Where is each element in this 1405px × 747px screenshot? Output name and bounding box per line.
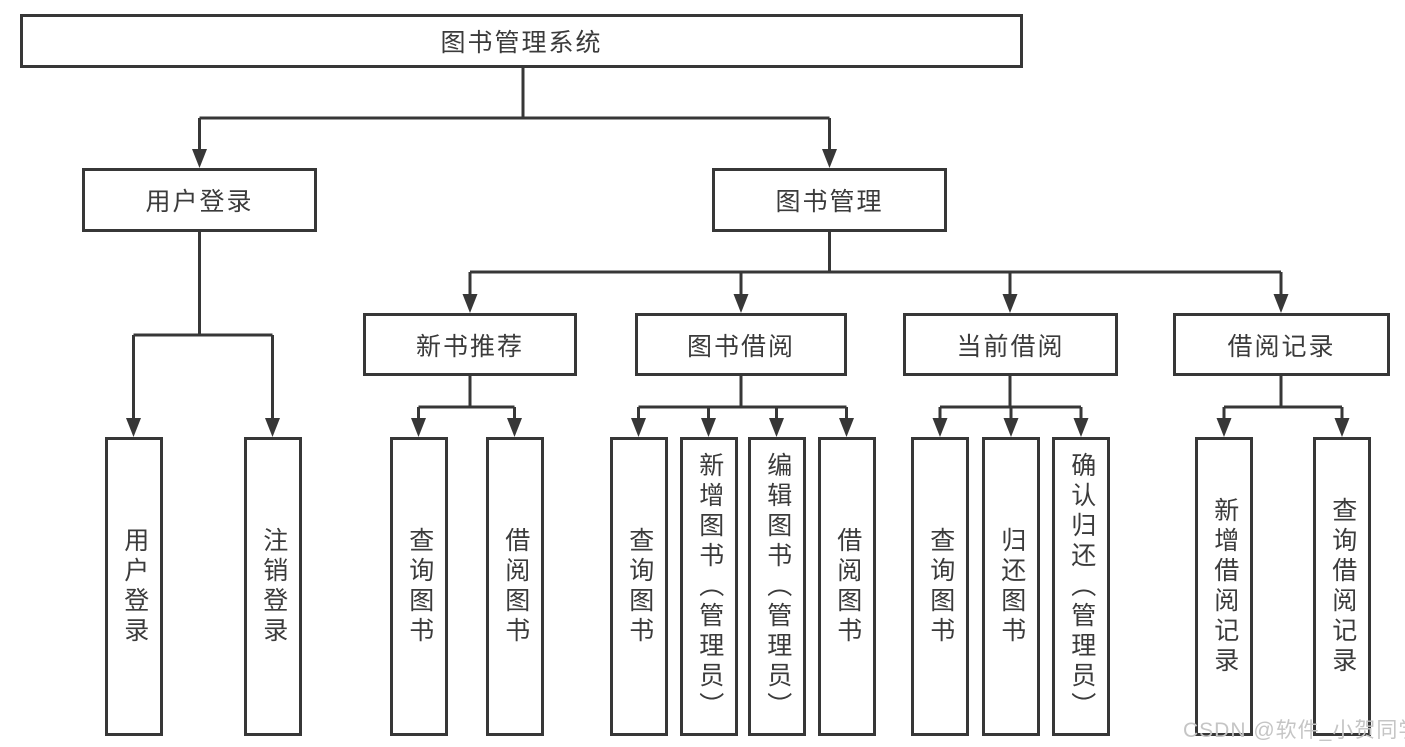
leaf-edit-books-admin: 编辑图书（管理员） bbox=[748, 437, 806, 736]
node-current-borrowing: 当前借阅 bbox=[903, 313, 1118, 376]
leaf-query-books-current: 查询图书 bbox=[911, 437, 969, 736]
csdn-watermark: CSDN @软件_小贺同学 bbox=[1183, 719, 1405, 742]
leaf-borrow-books-recommend: 借阅图书 bbox=[486, 437, 544, 736]
node-user-login: 用户登录 bbox=[82, 168, 317, 232]
arrowheads bbox=[126, 149, 1350, 437]
leaf-query-books-borrow: 查询图书 bbox=[610, 437, 668, 736]
leaf-return-books: 归还图书 bbox=[982, 437, 1040, 736]
leaf-query-books-recommend: 查询图书 bbox=[390, 437, 448, 736]
leaf-confirm-return-admin: 确认归还（管理员） bbox=[1052, 437, 1110, 736]
leaf-user-login: 用户登录 bbox=[105, 437, 163, 736]
node-library-management-system: 图书管理系统 bbox=[20, 14, 1023, 68]
leaf-add-books-admin: 新增图书（管理员） bbox=[680, 437, 738, 736]
leaf-borrow-books: 借阅图书 bbox=[818, 437, 876, 736]
leaf-add-borrow-record: 新增借阅记录 bbox=[1195, 437, 1253, 736]
node-new-book-recommend: 新书推荐 bbox=[363, 313, 577, 376]
node-book-management: 图书管理 bbox=[712, 168, 947, 232]
leaf-logout: 注销登录 bbox=[244, 437, 302, 736]
leaf-query-borrow-record: 查询借阅记录 bbox=[1313, 437, 1371, 736]
node-book-borrowing: 图书借阅 bbox=[635, 313, 847, 376]
node-borrowing-records: 借阅记录 bbox=[1173, 313, 1390, 376]
